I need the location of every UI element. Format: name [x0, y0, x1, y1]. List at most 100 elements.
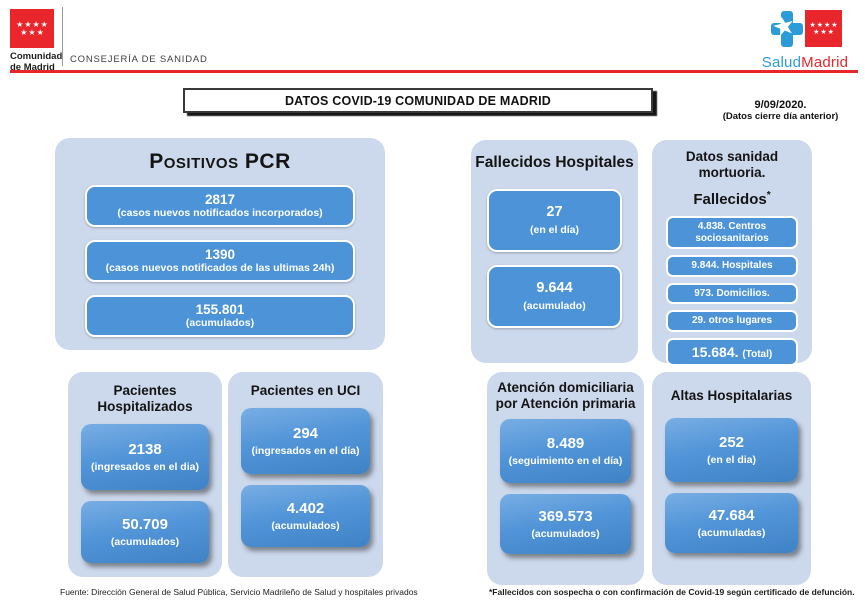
panel-title: Fallecidos Hospitales: [475, 154, 634, 171]
star-icon: ★: [813, 28, 820, 36]
org-name: Comunidad de Madrid: [10, 51, 62, 74]
health-cross-icon: ★: [769, 9, 803, 47]
stat-value: 155.801: [195, 302, 245, 317]
panel-subtitle: Fallecidos*: [652, 190, 812, 208]
stat-value: 4.402: [286, 499, 325, 517]
subtitle-text: Fallecidos: [693, 191, 767, 209]
stat-list: 4.838. Centros sociosanitarios 9.844. Ho…: [666, 216, 798, 367]
madrid-flag-icon: ★★★★ ★★★: [805, 10, 842, 47]
star-icon: ★: [24, 19, 32, 29]
flag-star-row: ★★★: [20, 27, 45, 37]
stat-box-fallecidos-acumulado: 9.644 (acumulado): [487, 264, 622, 328]
saludmadrid-logo: ★ ★★★★ ★★★ SaludMadrid: [755, 8, 855, 71]
source-note: Fuente: Dirección General de Salud Públi…: [60, 587, 418, 597]
org-name-line1: Comunidad: [10, 51, 63, 62]
stat-label: (en el día): [529, 224, 579, 237]
report-title-box: DATOS COVID-19 COMUNIDAD DE MADRID: [183, 88, 653, 113]
stat-box-domicilios: 973. Domicilios.: [666, 282, 798, 305]
stat-value: 294: [292, 424, 319, 442]
stat-box-fallecidos-dia: 27 (en el día): [487, 188, 622, 252]
stat-box-atencion-acumulados: 369.573 (acumulados): [500, 494, 631, 555]
star-icon: ★: [816, 21, 823, 29]
stat-value: 9.644: [536, 280, 573, 297]
brand-salud-text: Salud: [761, 54, 802, 71]
stat-list: 2138 (ingresados en el dia) 50.709 (acum…: [81, 424, 209, 564]
stat-label: (Total): [742, 348, 773, 360]
org-name-line2: de Madrid: [10, 62, 55, 74]
report-date: 9/09/2020. (Datos cierre día anterior): [698, 99, 863, 122]
stat-label: (acumulados): [185, 317, 255, 329]
header-divider: [62, 7, 63, 66]
department-name: CONSEJERÍA DE SANIDAD: [70, 54, 208, 65]
report-title: DATOS COVID-19 COMUNIDAD DE MADRID: [284, 93, 552, 108]
stat-value: 252: [718, 433, 745, 451]
star-icon: ★: [809, 21, 816, 29]
panel-pacientes-hospitalizados: Pacientes Hospitalizados 2138 (ingresado…: [68, 372, 222, 577]
panel-fallecidos-hospitales: Fallecidos Hospitales 27 (en el día) 9.6…: [471, 140, 638, 363]
header-rule: [10, 70, 858, 73]
stat-list: 8.489 (seguimiento en el día) 369.573 (a…: [500, 419, 631, 555]
stat-label: (ingresados en el dia): [91, 460, 199, 473]
star-icon: ★: [824, 21, 831, 29]
stat-list: 294 (ingresados en el día) 4.402 (acumul…: [241, 408, 370, 548]
stat-label: (acumulados): [531, 527, 600, 540]
flag-star-row: ★★★★: [809, 22, 838, 29]
saludmadrid-wordmark: SaludMadrid: [755, 54, 855, 71]
stat-value: 2817: [204, 192, 236, 207]
star-icon: ★: [820, 28, 827, 36]
star-icon: ★: [20, 27, 28, 37]
stat-label: (ingresados en el día): [251, 444, 360, 457]
panel-title: Pacientes Hospitalizados: [97, 383, 193, 415]
stat-list: 27 (en el día) 9.644 (acumulado): [487, 188, 622, 328]
stat-box-pcr-24h: 1390 (casos nuevos notificados de las ul…: [85, 240, 355, 282]
stat-value: 369.573: [538, 507, 593, 525]
stat-label: (acumulados): [110, 535, 180, 548]
panel-title: Pacientes en UCI: [250, 383, 361, 398]
panel-title: Datos sanidad mortuoria.: [685, 149, 779, 181]
star-icon: ★: [16, 19, 24, 29]
stat-box-hospitalizados-acumulados: 50.709 (acumulados): [81, 501, 209, 564]
stat-label: (acumuladas): [697, 526, 766, 539]
panel-altas-hospitalarias: Altas Hospitalarias 252 (en el dia) 47.6…: [652, 372, 811, 585]
report-date-note: (Datos cierre día anterior): [722, 111, 839, 122]
stat-box-altas-acumuladas: 47.684 (acumuladas): [665, 493, 798, 554]
stat-label: (casos nuevos notificados de las ultimas…: [105, 262, 335, 274]
report-date-value: 9/09/2020.: [754, 99, 807, 111]
star-icon: ★: [36, 27, 44, 37]
flag-star-row: ★★★★: [16, 19, 49, 29]
footnote-asterisk: *: [766, 190, 771, 202]
stat-label: (seguimiento en el día): [508, 454, 623, 467]
stat-box-pcr-incorporados: 2817 (casos nuevos notificados incorpora…: [85, 185, 355, 227]
star-icon: ★: [28, 27, 36, 37]
stat-label: (acumulados): [271, 519, 340, 532]
stat-box-otros-lugares: 29. otros lugares: [666, 310, 798, 332]
panel-atencion-domiciliaria: Atención domiciliaria por Atención prima…: [487, 372, 644, 585]
stat-box-atencion-dia: 8.489 (seguimiento en el día): [500, 419, 631, 484]
footnote-fallecidos: *Fallecidos con sospecha o con confirmac…: [489, 587, 855, 597]
panel-positivos-pcr: Positivos PCR 2817 (casos nuevos notific…: [55, 138, 385, 350]
stat-box-pcr-acumulados: 155.801 (acumulados): [85, 295, 355, 337]
stat-label: (casos nuevos notificados incorporados): [117, 207, 323, 219]
star-icon: ★: [32, 19, 40, 29]
star-icon: ★: [40, 19, 48, 29]
panel-pacientes-uci: Pacientes en UCI 294 (ingresados en el d…: [228, 372, 383, 577]
stat-list: 252 (en el dia) 47.684 (acumuladas): [665, 418, 798, 554]
star-icon: ★: [827, 28, 834, 36]
panel-title: Altas Hospitalarias: [670, 388, 793, 403]
panel-title: Positivos PCR: [149, 150, 291, 173]
brand-madrid-text: Madrid: [801, 54, 849, 71]
stat-box-uci-acumulados: 4.402 (acumulados): [241, 485, 370, 548]
stat-box-uci-dia: 294 (ingresados en el día): [241, 408, 370, 475]
stat-value: 15.684.: [691, 343, 739, 360]
star-icon: ★: [831, 21, 838, 29]
stat-value: 50.709: [122, 515, 168, 533]
flag-star-row: ★★★: [813, 29, 835, 36]
stat-value: 27: [546, 204, 563, 221]
stat-value: 47.684: [708, 506, 755, 524]
madrid-flag-icon: ★★★★ ★★★: [10, 9, 54, 48]
stat-value: 1390: [204, 247, 236, 262]
stat-box-hospitales: 9.844. Hospitales: [666, 255, 798, 277]
stat-box-hospitalizados-dia: 2138 (ingresados en el dia): [81, 424, 209, 491]
stat-list: 2817 (casos nuevos notificados incorpora…: [85, 185, 355, 337]
stat-box-altas-dia: 252 (en el dia): [665, 418, 798, 483]
